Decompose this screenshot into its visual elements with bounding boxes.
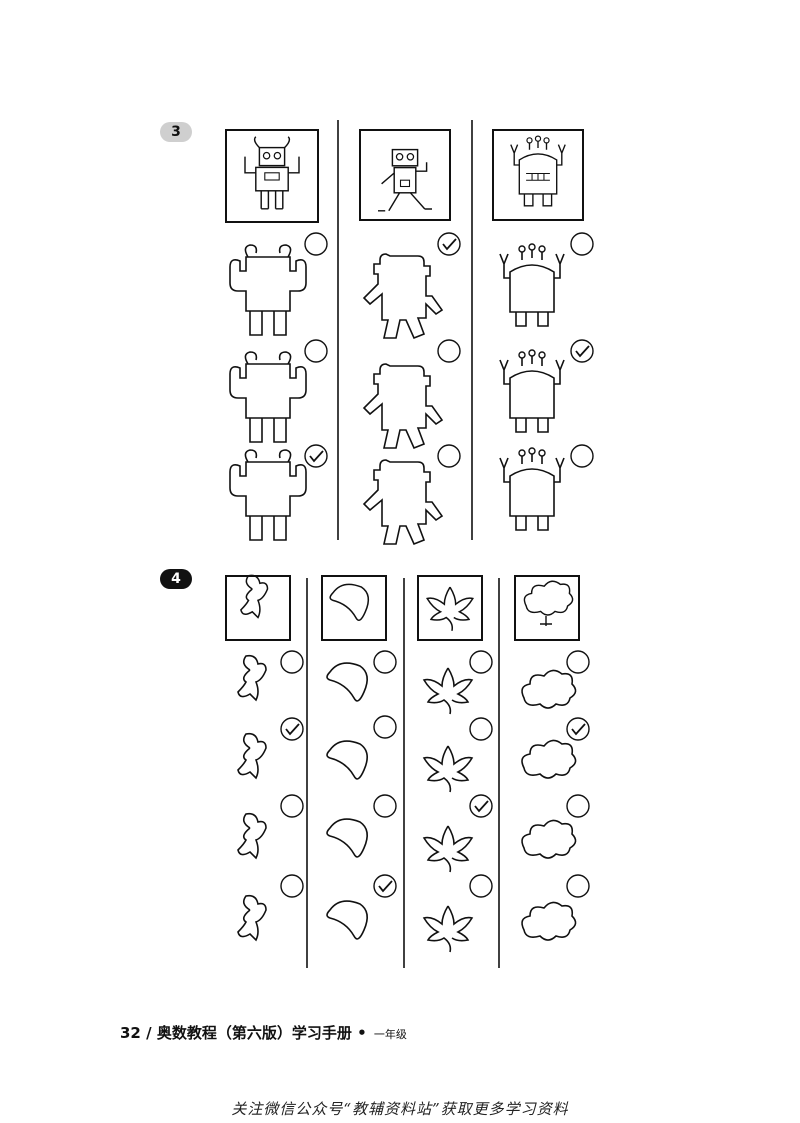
answer-circle[interactable] <box>437 339 461 363</box>
grade-label: 一年级 <box>373 1028 407 1041</box>
section-4-column-4 <box>514 575 590 941</box>
option-1 <box>363 232 461 339</box>
option-3 <box>423 794 493 873</box>
answer-circle[interactable] <box>437 444 461 468</box>
section-3-column-3 <box>492 129 594 531</box>
answer-circle[interactable] <box>469 794 493 818</box>
option-3 <box>229 444 328 541</box>
option-3 <box>521 794 590 859</box>
book-title: 奥数教程（第六版）学习手册 <box>156 1024 352 1042</box>
answer-circle[interactable] <box>280 794 304 818</box>
option-4 <box>423 874 493 953</box>
answer-circle[interactable] <box>566 794 590 818</box>
option-1 <box>237 650 304 701</box>
answer-circle[interactable] <box>373 874 397 898</box>
answer-circle[interactable] <box>304 232 328 256</box>
watermark-text: 关注微信公众号“教辅资料站”获取更多学习资料 <box>231 1100 569 1118</box>
option-1 <box>521 650 590 709</box>
option-4 <box>521 874 590 941</box>
option-4 <box>326 874 397 940</box>
answer-circle[interactable] <box>469 717 493 741</box>
answer-circle[interactable] <box>280 874 304 898</box>
answer-circle[interactable] <box>280 717 304 741</box>
section-4-number-badge: 4 <box>160 569 192 589</box>
option-1 <box>423 650 493 715</box>
option-4 <box>237 874 304 941</box>
answer-circle[interactable] <box>570 444 594 468</box>
option-2 <box>326 715 397 780</box>
section-3-column-2 <box>359 129 461 545</box>
page-footer: 32 / 奥数教程（第六版）学习手册 • 一年级 <box>120 1022 407 1043</box>
section-4 <box>225 574 590 968</box>
reference-image-flower-lotus <box>417 575 483 641</box>
answer-circle[interactable] <box>304 444 328 468</box>
answer-circle[interactable] <box>469 874 493 898</box>
answer-circle[interactable] <box>570 339 594 363</box>
option-1 <box>499 232 594 327</box>
option-2 <box>237 717 304 779</box>
answer-circle[interactable] <box>373 794 397 818</box>
answer-circle[interactable] <box>570 232 594 256</box>
answer-circle[interactable] <box>566 650 590 674</box>
option-1 <box>326 650 397 702</box>
option-2 <box>521 717 590 779</box>
footer-separator: / <box>146 1024 152 1042</box>
answer-circle[interactable] <box>373 715 397 739</box>
reference-image-robot-claws <box>492 129 584 221</box>
reference-image-robot-antenna <box>225 129 319 223</box>
reference-image-robot-walking <box>359 129 451 221</box>
page-number: 32 <box>120 1024 141 1042</box>
footer-bullet: • <box>357 1024 367 1042</box>
answer-circle[interactable] <box>566 717 590 741</box>
section-3-column-1 <box>225 129 328 541</box>
reference-image-flower-bell <box>225 574 291 641</box>
section-3 <box>225 120 594 545</box>
option-3 <box>363 444 461 545</box>
answer-circle[interactable] <box>280 650 304 674</box>
section-3-number-badge: 3 <box>160 122 192 142</box>
option-3 <box>237 794 304 859</box>
option-2 <box>363 339 461 449</box>
reference-image-flower-cloud <box>514 575 580 641</box>
option-3 <box>499 444 594 531</box>
answer-circle[interactable] <box>566 874 590 898</box>
option-1 <box>229 232 328 336</box>
section-4-column-1 <box>225 574 304 941</box>
answer-circle[interactable] <box>469 650 493 674</box>
option-2 <box>423 717 493 793</box>
option-2 <box>499 339 594 433</box>
reference-image-flower-calla-lily <box>321 575 387 641</box>
option-3 <box>326 794 397 858</box>
answer-circle[interactable] <box>437 232 461 256</box>
answer-circle[interactable] <box>373 650 397 674</box>
answer-circle[interactable] <box>304 339 328 363</box>
section-4-column-2 <box>321 575 397 940</box>
option-2 <box>229 339 328 443</box>
section-4-column-3 <box>417 575 493 953</box>
